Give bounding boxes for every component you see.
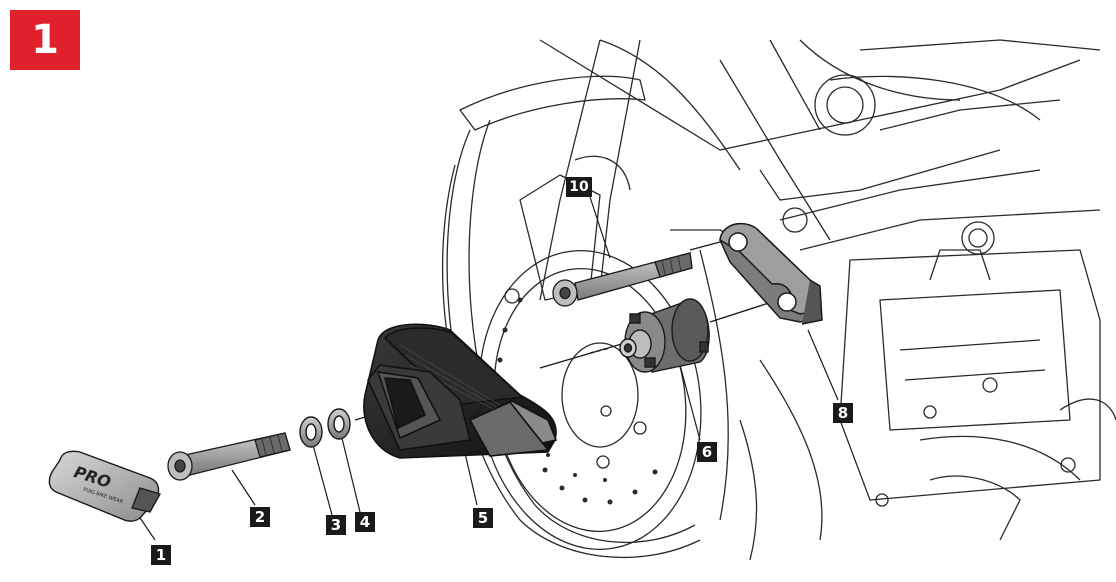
leader-lines <box>129 196 839 541</box>
bracket-bolt-part <box>552 252 693 307</box>
step-number-badge: 1 <box>10 10 80 70</box>
callout-1: 1 <box>151 545 171 565</box>
end-cap-cover-part: PRO PUIG BIKE WEAR <box>48 450 162 522</box>
slider-puck-part <box>363 323 558 459</box>
long-bolt-part <box>167 432 291 481</box>
callout-5: 5 <box>473 508 493 528</box>
callout-2: 2 <box>250 507 270 527</box>
mounting-bracket-part <box>719 222 823 325</box>
callout-8: 8 <box>833 403 853 423</box>
callout-6: 6 <box>697 442 717 462</box>
callout-3: 3 <box>326 515 346 535</box>
motorcycle-outline <box>441 39 1116 561</box>
callout-4: 4 <box>355 512 375 532</box>
washers <box>299 408 351 448</box>
callout-10: 10 <box>566 177 592 197</box>
spacer-adapter-part <box>619 298 710 373</box>
